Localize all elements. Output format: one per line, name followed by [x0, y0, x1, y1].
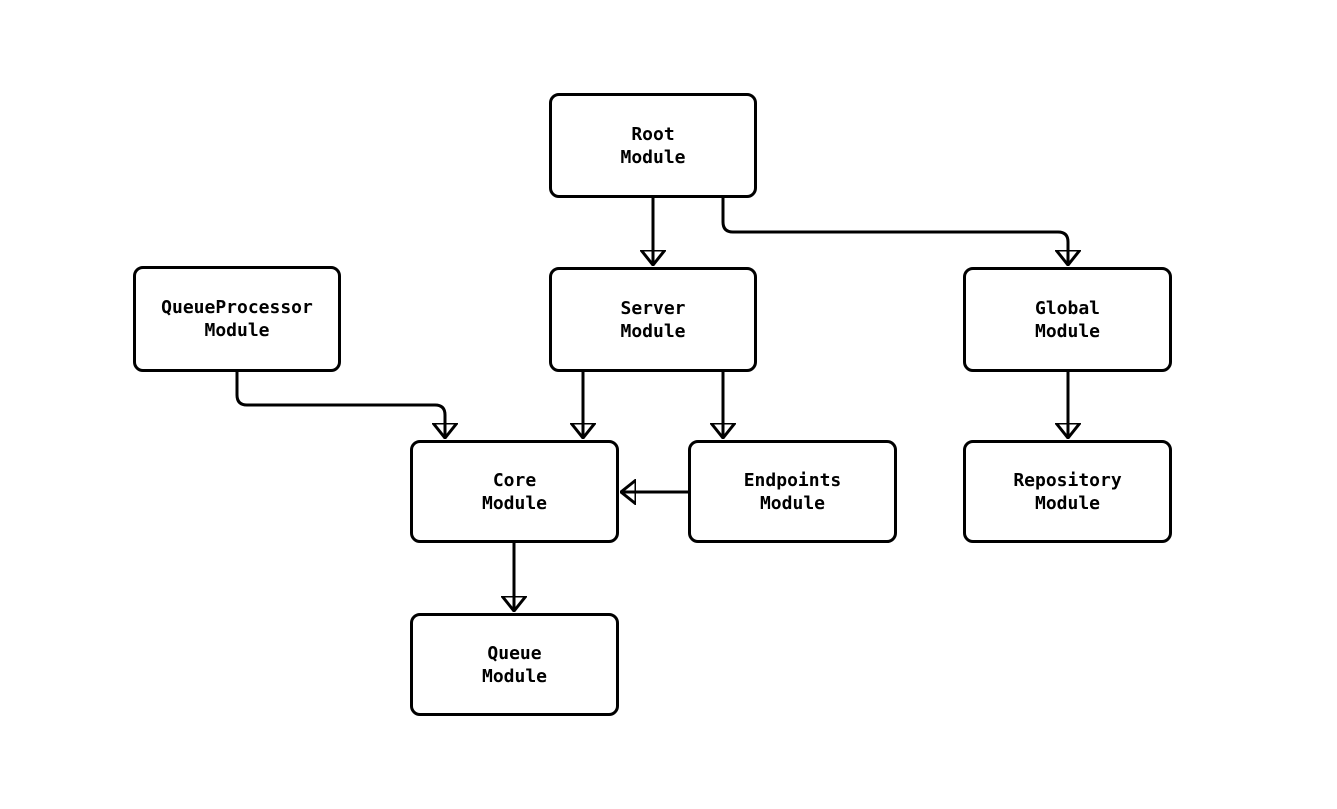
edge-queueprocessor-to-core — [235, 372, 445, 438]
node-server-module-label: Server Module — [620, 297, 686, 342]
node-repository-module-label: Repository Module — [1013, 469, 1122, 514]
node-queue-module: Queue Module — [410, 613, 619, 716]
node-core-module: Core Module — [410, 440, 619, 543]
node-global-module-label: Global Module — [1034, 297, 1101, 342]
node-endpoints-module-label: Endpoints Module — [743, 469, 842, 514]
node-global-module: Global Module — [963, 267, 1172, 372]
node-root-module: Root Module — [549, 93, 757, 198]
node-root-module-label: Root Module — [620, 123, 686, 168]
node-server-module: Server Module — [549, 267, 757, 372]
edge-root-to-global — [721, 198, 1068, 265]
node-queue-module-label: Queue Module — [481, 642, 548, 687]
node-endpoints-module: Endpoints Module — [688, 440, 897, 543]
node-core-module-label: Core Module — [481, 469, 548, 514]
node-repository-module: Repository Module — [963, 440, 1172, 543]
node-queueprocessor-module-label: QueueProcessor Module — [161, 297, 313, 341]
node-queueprocessor-module: QueueProcessor Module — [133, 266, 341, 372]
